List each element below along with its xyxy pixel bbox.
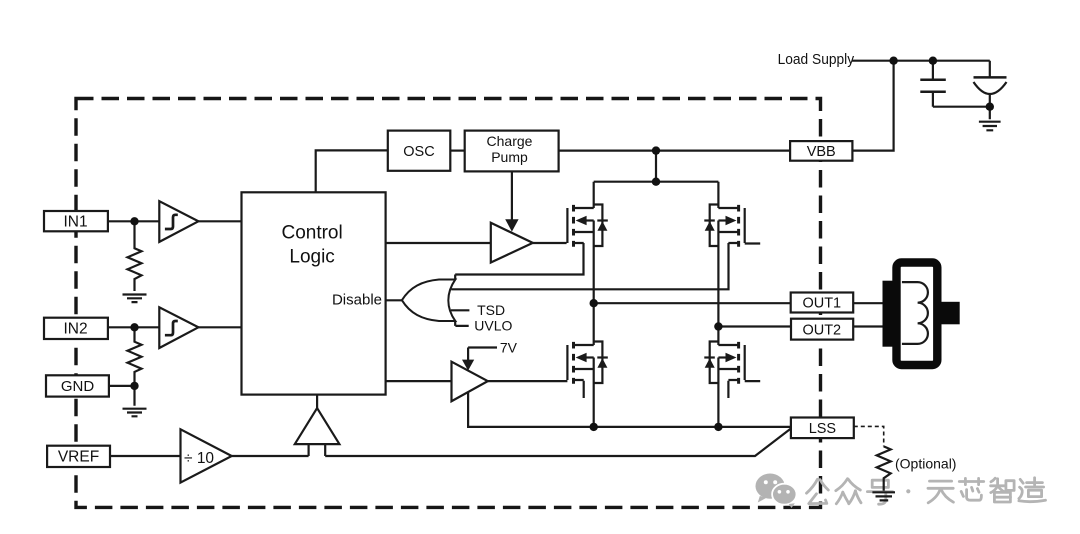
svg-text:(Optional): (Optional) — [895, 456, 956, 472]
svg-text:Logic: Logic — [289, 246, 334, 267]
svg-text:OUT1: OUT1 — [802, 296, 841, 312]
svg-text:÷ 10: ÷ 10 — [184, 450, 214, 467]
svg-text:GND: GND — [61, 378, 95, 395]
svg-text:VREF: VREF — [58, 449, 99, 466]
svg-text:OSC: OSC — [403, 144, 434, 160]
svg-text:IN2: IN2 — [63, 321, 87, 338]
svg-text:7V: 7V — [500, 340, 518, 356]
svg-text:Pump: Pump — [491, 149, 528, 165]
svg-text:TSD: TSD — [477, 302, 505, 318]
svg-text:Disable: Disable — [332, 292, 382, 309]
svg-text:IN1: IN1 — [63, 213, 87, 230]
svg-text:VBB: VBB — [807, 144, 836, 160]
svg-text:UVLO: UVLO — [474, 317, 512, 333]
svg-text:Load Supply: Load Supply — [778, 51, 855, 68]
svg-text:Control: Control — [281, 223, 342, 244]
svg-text:LSS: LSS — [809, 421, 836, 437]
svg-text:OUT2: OUT2 — [802, 322, 841, 338]
svg-text:Charge: Charge — [487, 133, 533, 149]
